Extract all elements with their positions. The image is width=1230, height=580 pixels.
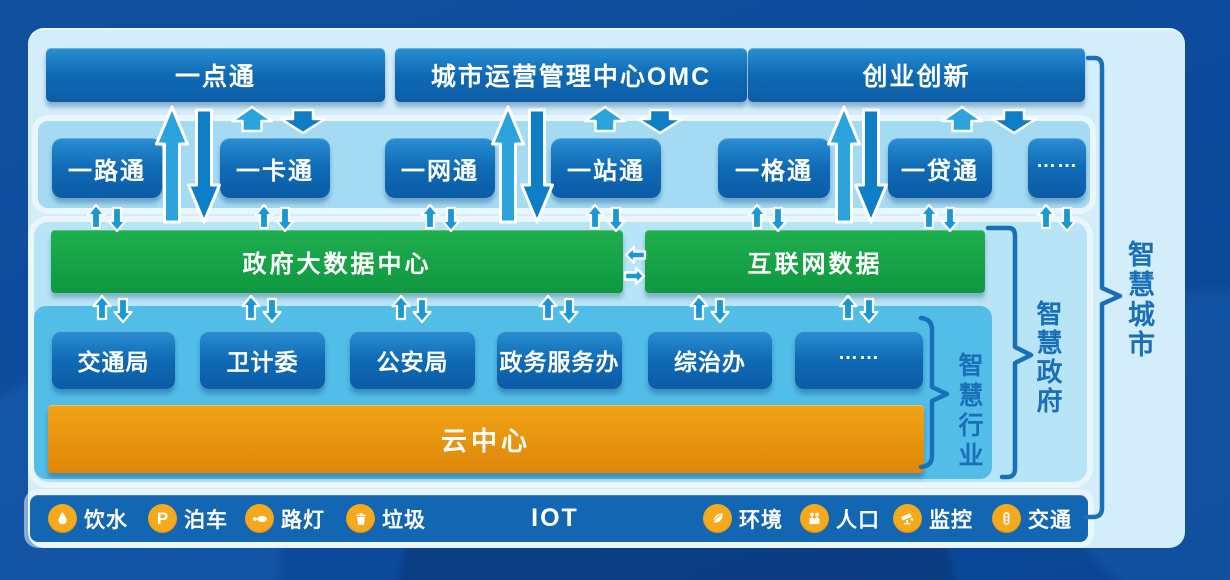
box-comprehensive-office: 综治办 bbox=[648, 331, 772, 389]
water-drop-icon bbox=[48, 504, 77, 533]
iot-title: IOT bbox=[531, 504, 579, 532]
iot-item-parking: P 泊车 bbox=[148, 495, 228, 542]
smart-city-label: 智慧城市 bbox=[1124, 240, 1154, 360]
iot-item-water: 饮水 bbox=[48, 495, 128, 542]
people-icon bbox=[800, 504, 829, 533]
smart-government-label: 智慧政府 bbox=[1033, 300, 1063, 416]
box-public-security: 公安局 bbox=[350, 331, 475, 389]
iot-item-traffic: 交通 bbox=[992, 495, 1072, 542]
box-cloud-center: 云中心 bbox=[48, 405, 924, 473]
box-yikatong: 一卡通 bbox=[220, 138, 330, 198]
iot-bar: 饮水 P 泊车 路灯 垃圾 IOT 环境 人口 监控 bbox=[30, 495, 1088, 542]
box-omc-center: 城市运营管理中心OMC bbox=[395, 48, 747, 102]
box-yiwangtong: 一网通 bbox=[385, 138, 495, 198]
trash-icon bbox=[346, 504, 375, 533]
box-health-committee: 卫计委 bbox=[200, 331, 325, 389]
box-internet-data: 互联网数据 bbox=[645, 230, 985, 293]
iot-item-surveillance: 监控 bbox=[893, 495, 973, 542]
iot-item-trash: 垃圾 bbox=[346, 495, 426, 542]
box-gov-service-office: 政务服务办 bbox=[497, 331, 622, 389]
box-transport-bureau: 交通局 bbox=[52, 331, 175, 389]
box-yidiantong: 一点通 bbox=[46, 48, 385, 102]
smart-industry-label: 智慧行业 bbox=[955, 352, 983, 472]
iot-item-environment: 环境 bbox=[703, 495, 783, 542]
parking-icon: P bbox=[148, 504, 177, 533]
box-services-more: …… bbox=[1028, 138, 1086, 198]
box-yizhantong: 一站通 bbox=[551, 138, 661, 198]
box-gov-bigdata-center: 政府大数据中心 bbox=[51, 230, 623, 293]
traffic-light-icon bbox=[992, 504, 1021, 533]
street-light-icon bbox=[245, 504, 274, 533]
iot-item-streetlight: 路灯 bbox=[245, 495, 325, 542]
box-yigetong: 一格通 bbox=[718, 138, 830, 198]
box-innovation: 创业创新 bbox=[748, 48, 1085, 102]
leaf-icon bbox=[703, 504, 732, 533]
box-yilutong: 一路通 bbox=[52, 138, 162, 198]
box-yidaitong: 一贷通 bbox=[888, 138, 992, 198]
box-departments-more: …… bbox=[795, 331, 923, 389]
iot-item-population: 人口 bbox=[800, 495, 880, 542]
camera-icon bbox=[893, 504, 922, 533]
